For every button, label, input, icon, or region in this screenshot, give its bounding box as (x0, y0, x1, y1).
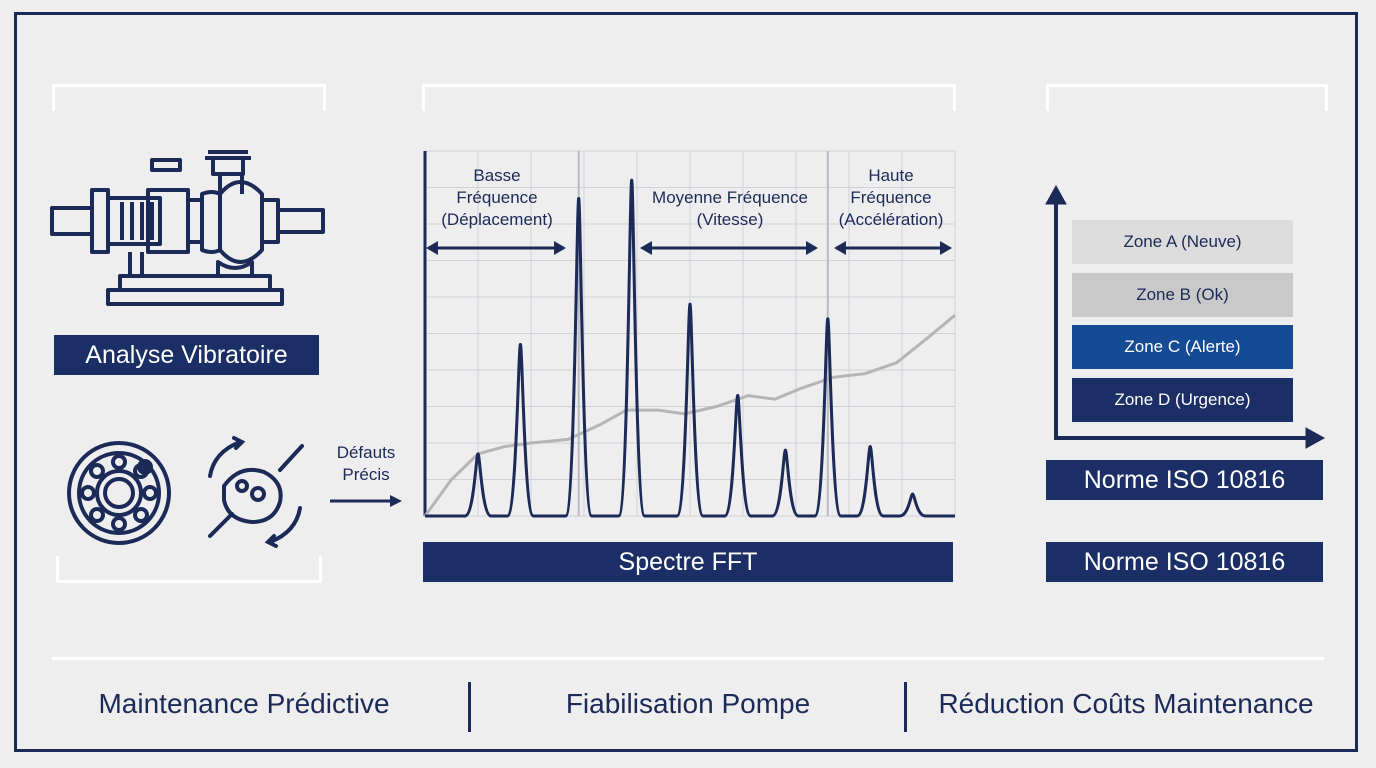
spectrum-peak (736, 394, 740, 398)
band-low-line2: Fréquence (456, 188, 538, 207)
fft-spectrum-chart (423, 150, 956, 518)
zone-b-label: Zone B (Ok) (1136, 285, 1229, 304)
band-mid-line2: (Vitesse) (696, 210, 764, 229)
band-low-arrow-head-right (554, 241, 566, 255)
iso-standard-label-2: Norme ISO 10816 (1083, 547, 1286, 576)
fft-title-box: Spectre FFT (423, 542, 953, 582)
footer-item-reliability: Fiabilisation Pompe (565, 688, 811, 719)
spectrum-peak (577, 196, 581, 200)
band-high-line1: Haute (868, 166, 914, 185)
footer-item-predictive: Maintenance Prédictive (98, 688, 390, 719)
band-mid-label: Moyenne Fréquence (Vitesse) (636, 187, 824, 231)
analysis-title-box: Analyse Vibratoire (54, 335, 319, 375)
band-mid-line1: Moyenne Fréquence (652, 188, 808, 207)
fft-title: Spectre FFT (618, 547, 758, 576)
left-top-bracket (52, 84, 326, 111)
bearing-icon (67, 441, 171, 545)
spectrum-line (425, 178, 955, 518)
arrow-label-line1: Défauts (336, 443, 396, 462)
right-top-bracket (1046, 84, 1328, 111)
footer-divider (52, 657, 1324, 660)
severity-axes (1045, 184, 1326, 449)
zone-d-label: Zone D (Urgence) (1114, 390, 1251, 409)
arrow-label-line2: Précis (342, 465, 390, 484)
analysis-title: Analyse Vibratoire (85, 340, 288, 369)
arrow-label: Défauts Précis (328, 442, 404, 486)
footer-separator-1 (468, 682, 471, 732)
footer-item-cost-reduction: Réduction Coûts Maintenance (938, 688, 1314, 719)
iso-standard-label-1: Norme ISO 10816 (1083, 465, 1286, 494)
spectrum-peak (783, 448, 787, 452)
spectrum-peak (630, 178, 634, 182)
spectrum-peak (826, 317, 830, 321)
band-high-arrow-head-left (834, 241, 846, 255)
footer-separator-2 (904, 682, 907, 732)
band-mid-arrow-head-right (806, 241, 818, 255)
zone-c-label: Zone C (Alerte) (1124, 337, 1241, 356)
band-low-arrow-head-left (426, 241, 438, 255)
outer-frame (14, 12, 1358, 752)
rotating-shaft-icon (208, 436, 304, 548)
spectrum-peak (868, 445, 872, 449)
zone-b: Zone B (Ok) (1072, 273, 1293, 317)
iso-standard-box-1: Norme ISO 10816 (1046, 460, 1323, 500)
pump-motor-icon (50, 150, 325, 306)
band-high-arrow-head-right (940, 241, 952, 255)
iso-standard-box-2: Norme ISO 10816 (1046, 542, 1323, 582)
band-high-label: Haute Fréquence (Accélération) (828, 165, 954, 231)
zone-a: Zone A (Neuve) (1072, 220, 1293, 264)
center-top-bracket (422, 84, 956, 111)
left-bottom-bracket (56, 556, 322, 583)
spectrum-peak (911, 492, 915, 496)
spectrum-peak (688, 302, 692, 306)
band-mid-arrow-head-left (640, 241, 652, 255)
band-high-line2: Fréquence (850, 188, 932, 207)
spectrum-peak (476, 452, 480, 456)
spectrum-peak (518, 342, 522, 346)
flow-arrow (330, 495, 402, 507)
zone-d: Zone D (Urgence) (1072, 378, 1293, 422)
zone-c: Zone C (Alerte) (1072, 325, 1293, 369)
band-high-line3: (Accélération) (838, 210, 944, 229)
band-low-line3: (Déplacement) (441, 210, 553, 229)
zone-a-label: Zone A (Neuve) (1123, 232, 1242, 251)
band-low-label: Basse Fréquence (Déplacement) (426, 165, 568, 231)
band-low-line1: Basse (473, 166, 521, 185)
